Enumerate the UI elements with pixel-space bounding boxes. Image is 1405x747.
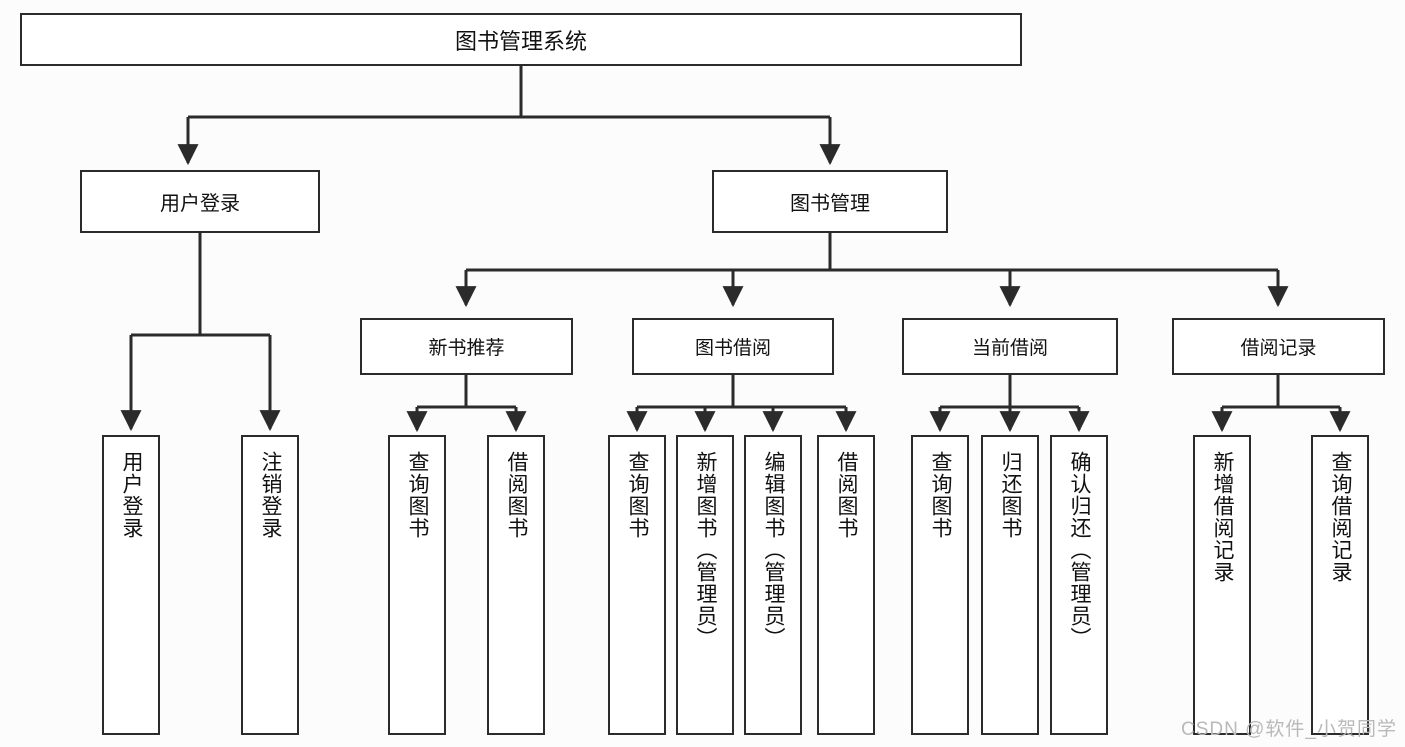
leaf-book-borrow-edit[interactable]: 编辑图书（管理员） — [744, 435, 802, 735]
leaf-current-borrow-query[interactable]: 查询图书 — [911, 435, 969, 735]
leaf-user-login-login[interactable]: 用户登录 — [102, 435, 160, 735]
leaf-label: 新增借阅记录 — [1211, 451, 1235, 583]
node-new-book-recommend[interactable]: 新书推荐 — [360, 318, 573, 375]
node-borrow-record-label: 借阅记录 — [1240, 338, 1317, 359]
leaf-user-login-logout[interactable]: 注销登录 — [241, 435, 299, 735]
leaf-label: 借阅图书 — [835, 451, 859, 539]
leaf-book-borrow-query[interactable]: 查询图书 — [608, 435, 666, 735]
leaf-label: 归还图书 — [999, 451, 1023, 539]
node-borrow-record[interactable]: 借阅记录 — [1172, 318, 1385, 375]
node-book-management-label: 图书管理 — [790, 193, 870, 215]
leaf-label: 用户登录 — [120, 451, 144, 539]
node-root[interactable]: 图书管理系统 — [20, 13, 1022, 66]
leaf-borrow-record-query[interactable]: 查询借阅记录 — [1311, 435, 1369, 735]
leaf-book-borrow-borrow[interactable]: 借阅图书 — [817, 435, 875, 735]
node-current-borrow-label: 当前借阅 — [971, 338, 1048, 359]
leaf-label: 查询借阅记录 — [1329, 451, 1353, 583]
leaf-new-book-query[interactable]: 查询图书 — [388, 435, 446, 735]
node-current-borrow[interactable]: 当前借阅 — [902, 318, 1118, 375]
leaf-label: 编辑图书（管理员） — [762, 451, 786, 649]
node-user-login[interactable]: 用户登录 — [80, 170, 320, 233]
leaf-current-borrow-return[interactable]: 归还图书 — [981, 435, 1039, 735]
leaf-label: 查询图书 — [626, 451, 650, 539]
node-root-label: 图书管理系统 — [454, 28, 587, 54]
leaf-label: 确认归还（管理员） — [1068, 451, 1092, 649]
node-user-login-label: 用户登录 — [160, 193, 240, 215]
leaf-label: 新增图书（管理员） — [694, 451, 718, 649]
node-book-borrow-label: 图书借阅 — [694, 338, 771, 359]
node-new-book-recommend-label: 新书推荐 — [428, 338, 505, 359]
leaf-label: 查询图书 — [406, 451, 430, 539]
node-book-management[interactable]: 图书管理 — [712, 170, 948, 233]
leaf-book-borrow-add[interactable]: 新增图书（管理员） — [676, 435, 734, 735]
leaf-new-book-borrow[interactable]: 借阅图书 — [487, 435, 545, 735]
leaf-borrow-record-add[interactable]: 新增借阅记录 — [1193, 435, 1251, 735]
node-book-borrow[interactable]: 图书借阅 — [632, 318, 834, 375]
leaf-label: 查询图书 — [929, 451, 953, 539]
leaf-label: 注销登录 — [259, 451, 283, 539]
leaf-current-borrow-confirm-return[interactable]: 确认归还（管理员） — [1050, 435, 1108, 735]
leaf-label: 借阅图书 — [505, 451, 529, 539]
